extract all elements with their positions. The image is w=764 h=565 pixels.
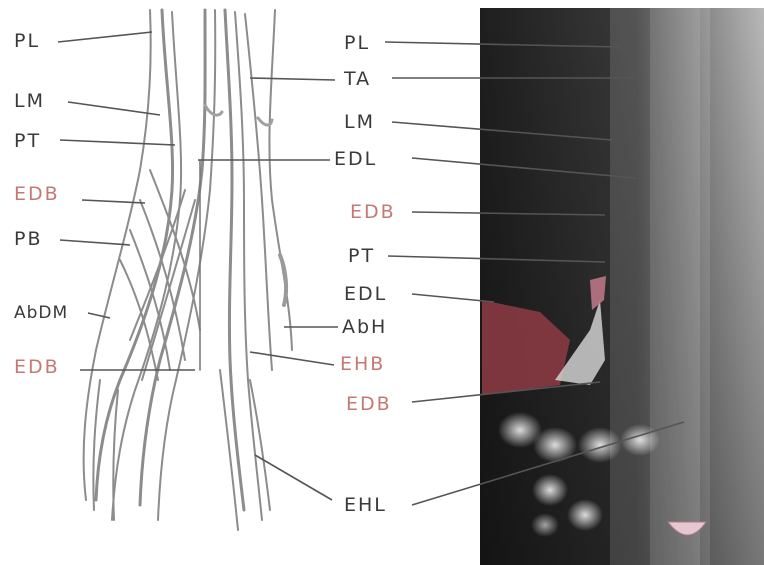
- label-left-edb-1: EDB: [14, 185, 60, 204]
- label-left-edb-2: EDB: [14, 358, 60, 377]
- label-center-pt: PT: [348, 247, 375, 266]
- label-left-pl: PL: [14, 32, 40, 51]
- label-center-abh: AbH: [342, 318, 387, 337]
- label-center-edl-1: EDL: [334, 150, 377, 169]
- label-center-pl: PL: [344, 34, 370, 53]
- label-center-lm: LM: [344, 113, 375, 132]
- label-left-pb: PB: [14, 230, 43, 249]
- label-center-ehl: EHL: [344, 496, 387, 515]
- label-center-edb-2: EDB: [346, 395, 392, 414]
- label-center-ehb: EHB: [340, 355, 385, 374]
- label-center-edb-1: EDB: [350, 203, 396, 222]
- label-center-ta: TA: [344, 70, 371, 89]
- label-left-lm: LM: [14, 92, 45, 111]
- label-left-abdm: AbDM: [14, 305, 68, 322]
- radiograph-panel: [480, 8, 764, 565]
- label-center-edl-2: EDL: [344, 285, 387, 304]
- label-left-pt: PT: [14, 132, 41, 151]
- anatomical-drawing: [84, 10, 292, 530]
